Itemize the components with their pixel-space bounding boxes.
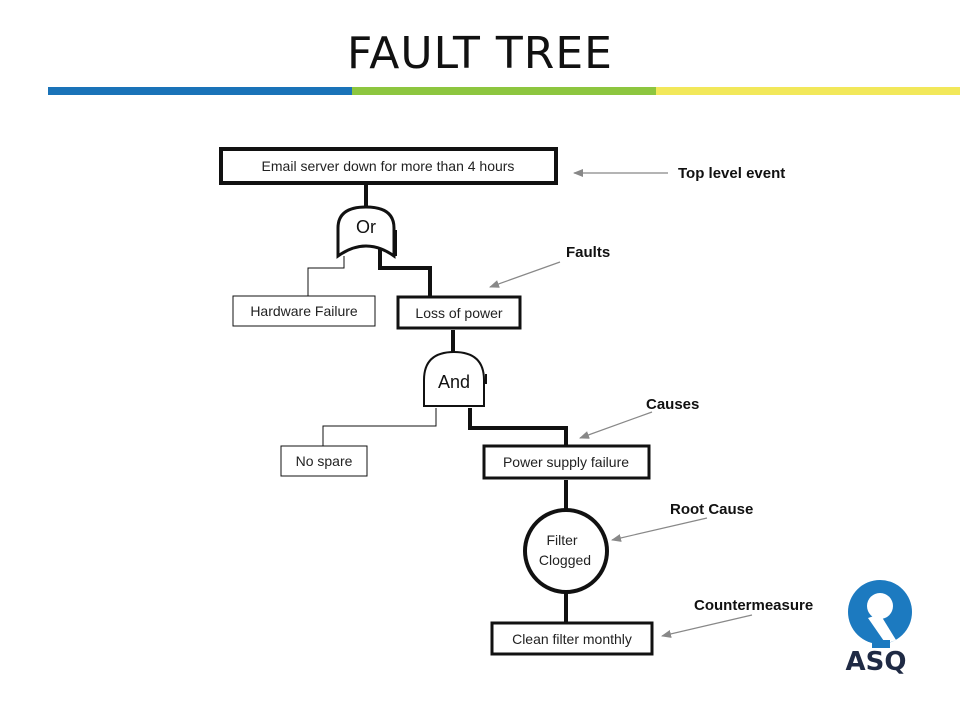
root-cause-label-line2: Clogged — [539, 552, 591, 568]
hardware-failure-label: Hardware Failure — [250, 303, 358, 319]
no-spare-box: No spare — [280, 445, 368, 477]
bar-segment-green — [352, 87, 656, 95]
hardware-failure-box: Hardware Failure — [232, 295, 376, 327]
header-color-bar — [48, 87, 960, 95]
top-event-box: Email server down for more than 4 hours — [219, 147, 558, 185]
bar-segment-blue — [48, 87, 352, 95]
and-gate: And — [423, 350, 487, 407]
or-gate-label: Or — [356, 217, 376, 237]
loss-of-power-box: Loss of power — [396, 295, 522, 330]
loss-of-power-label: Loss of power — [415, 305, 502, 321]
and-gate-label: And — [438, 372, 470, 392]
asq-logo-text: ASQ — [846, 647, 907, 677]
or-gate: Or — [336, 205, 397, 259]
annotation-top-level-event: Top level event — [678, 165, 785, 182]
connector-lines — [307, 183, 568, 622]
countermeasure-label: Clean filter monthly — [512, 631, 632, 647]
top-event-label: Email server down for more than 4 hours — [262, 158, 515, 174]
bar-segment-yellow — [656, 87, 960, 95]
asq-q-logo-icon — [848, 580, 912, 648]
annotation-causes: Causes — [646, 396, 699, 413]
annotation-root-cause: Root Cause — [670, 501, 753, 518]
annotation-countermeasure: Countermeasure — [694, 597, 813, 614]
page-title: FAULT TREE — [347, 28, 613, 79]
annotation-arrows — [489, 169, 753, 638]
countermeasure-box: Clean filter monthly — [490, 621, 654, 656]
power-supply-failure-box: Power supply failure — [482, 444, 651, 480]
annotation-faults: Faults — [566, 244, 610, 261]
no-spare-label: No spare — [296, 453, 353, 469]
root-cause-circle: Filter Clogged — [523, 508, 609, 594]
power-supply-failure-label: Power supply failure — [503, 454, 629, 470]
root-cause-label-line1: Filter — [546, 532, 577, 548]
